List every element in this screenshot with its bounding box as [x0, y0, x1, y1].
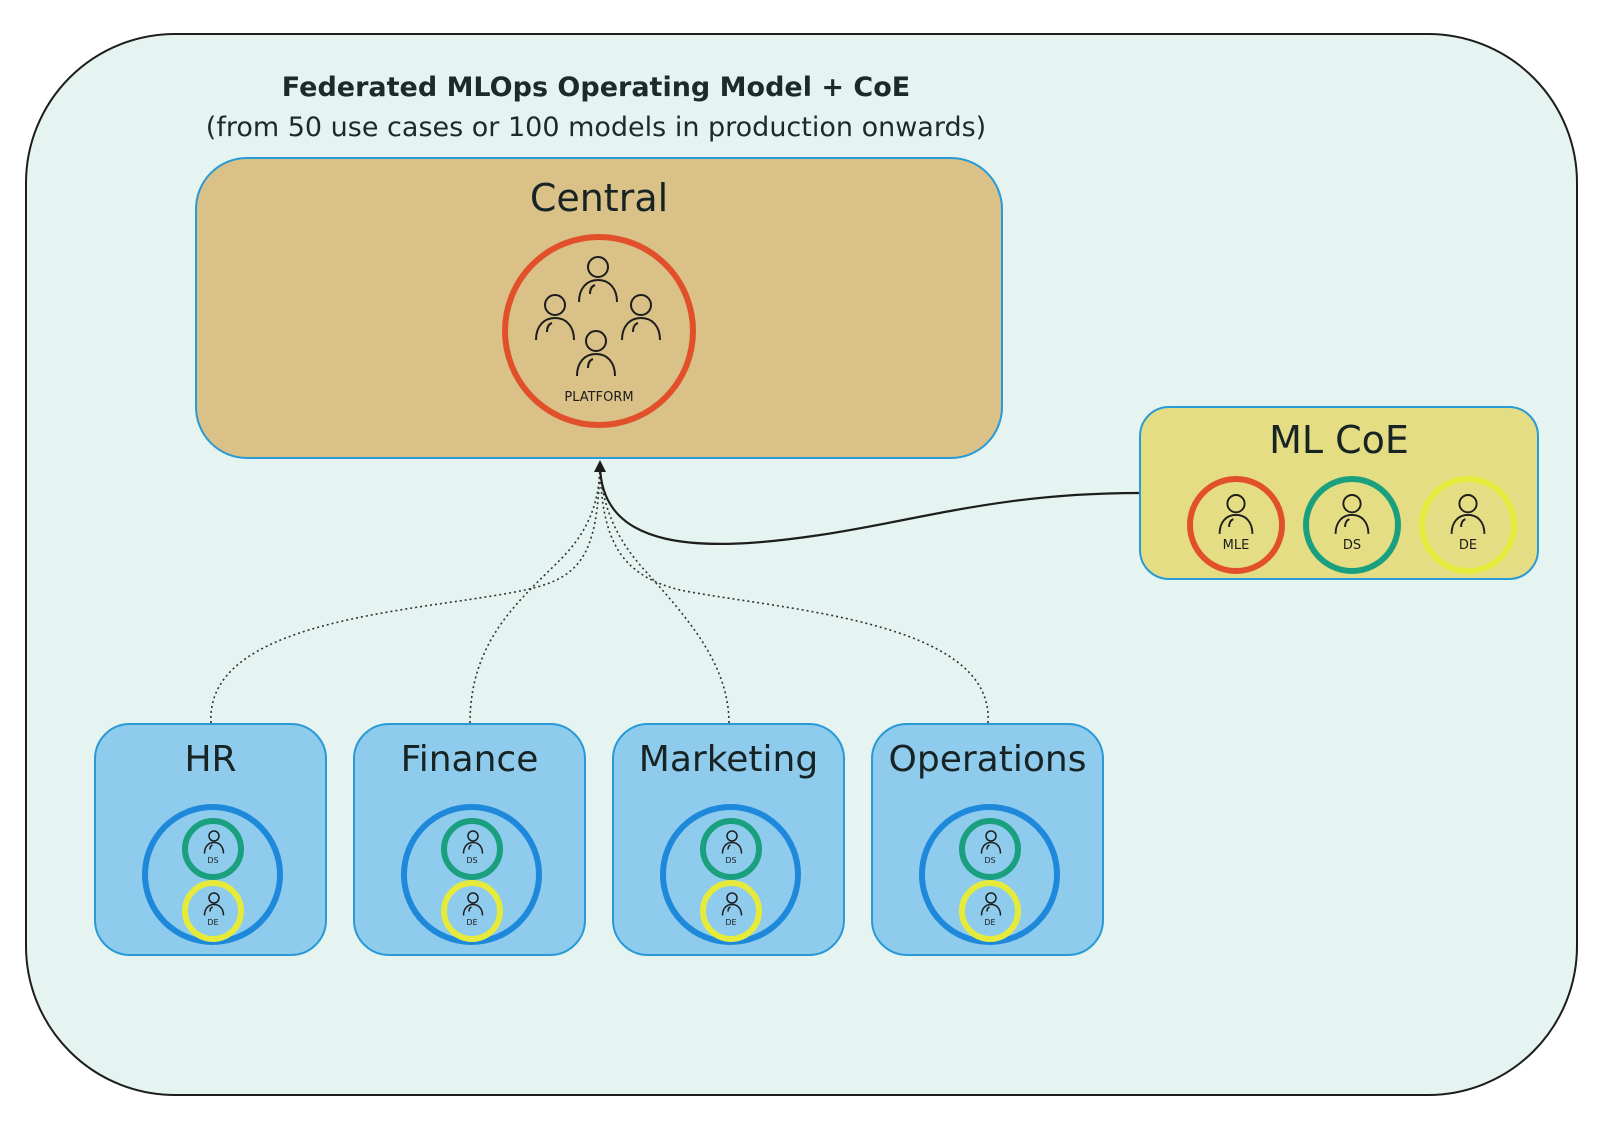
department-label: HR — [184, 739, 237, 780]
ds-role-label: DS — [725, 856, 737, 865]
de-role-ring: DE — [959, 880, 1021, 942]
coe-ds-ring: DS — [1303, 476, 1401, 574]
ds-role-ring: DS — [182, 818, 244, 880]
person-icon — [203, 892, 225, 916]
ds-role-ring: DS — [959, 818, 1021, 880]
ds-role-label: DS — [984, 856, 996, 865]
person-icon — [721, 892, 743, 916]
department-operations: Operations DS DE — [871, 723, 1104, 956]
platform-team-ring: PLATFORM — [502, 234, 696, 428]
ds-role-label: DS — [466, 856, 478, 865]
coe-de-ring: DE — [1419, 476, 1517, 574]
de-role-label: DE — [725, 918, 737, 927]
connector-ml-coe — [598, 465, 1140, 545]
department-finance: Finance DS DE — [353, 723, 586, 956]
ds-role-label: DS — [207, 856, 219, 865]
connector-marketing — [599, 461, 730, 724]
coe-mle-ring: MLE — [1187, 476, 1285, 574]
central-label: Central — [529, 176, 669, 220]
person-icon — [203, 830, 225, 854]
department-team-ring: DS DE — [919, 804, 1060, 945]
person-icon — [621, 294, 661, 341]
central-box: Central PLATFORM — [195, 157, 1003, 459]
de-role-ring: DE — [700, 880, 762, 942]
platform-label: PLATFORM — [564, 390, 634, 405]
de-role-label: DE — [466, 918, 478, 927]
department-marketing: Marketing DS DE — [612, 723, 845, 956]
arrowhead-central — [594, 460, 606, 472]
coe-ds-label: DS — [1342, 538, 1362, 553]
department-team-ring: DS DE — [401, 804, 542, 945]
connector-hr — [210, 461, 601, 724]
ml-coe-label: ML CoE — [1269, 418, 1409, 462]
department-label: Finance — [400, 739, 539, 780]
connector-operations — [599, 461, 989, 724]
person-icon — [980, 830, 1002, 854]
diagram-subtitle: (from 50 use cases or 100 models in prod… — [205, 112, 987, 143]
de-role-label: DE — [984, 918, 996, 927]
de-role-label: DE — [207, 918, 219, 927]
ds-role-ring: DS — [441, 818, 503, 880]
de-role-ring: DE — [441, 880, 503, 942]
diagram-title: Federated MLOps Operating Model + CoE — [281, 72, 911, 103]
de-role-ring: DE — [182, 880, 244, 942]
person-icon — [578, 256, 618, 303]
coe-mle-label: MLE — [1222, 538, 1250, 553]
person-icon — [721, 830, 743, 854]
department-hr: HR DS DE — [94, 723, 327, 956]
person-icon — [1334, 494, 1370, 534]
coe-de-label: DE — [1458, 538, 1478, 553]
person-icon — [462, 830, 484, 854]
department-label: Operations — [888, 739, 1087, 780]
department-team-ring: DS DE — [660, 804, 801, 945]
person-icon — [980, 892, 1002, 916]
connector-finance — [469, 461, 601, 724]
diagram-header: Federated MLOps Operating Model + CoE (f… — [190, 68, 1002, 148]
department-label: Marketing — [638, 739, 819, 780]
person-icon — [1450, 494, 1486, 534]
person-icon — [462, 892, 484, 916]
ds-role-ring: DS — [700, 818, 762, 880]
person-icon — [1218, 494, 1254, 534]
person-icon — [576, 330, 616, 377]
ml-coe-box: ML CoE MLE DS DE — [1139, 406, 1539, 580]
department-team-ring: DS DE — [142, 804, 283, 945]
person-icon — [535, 294, 575, 341]
